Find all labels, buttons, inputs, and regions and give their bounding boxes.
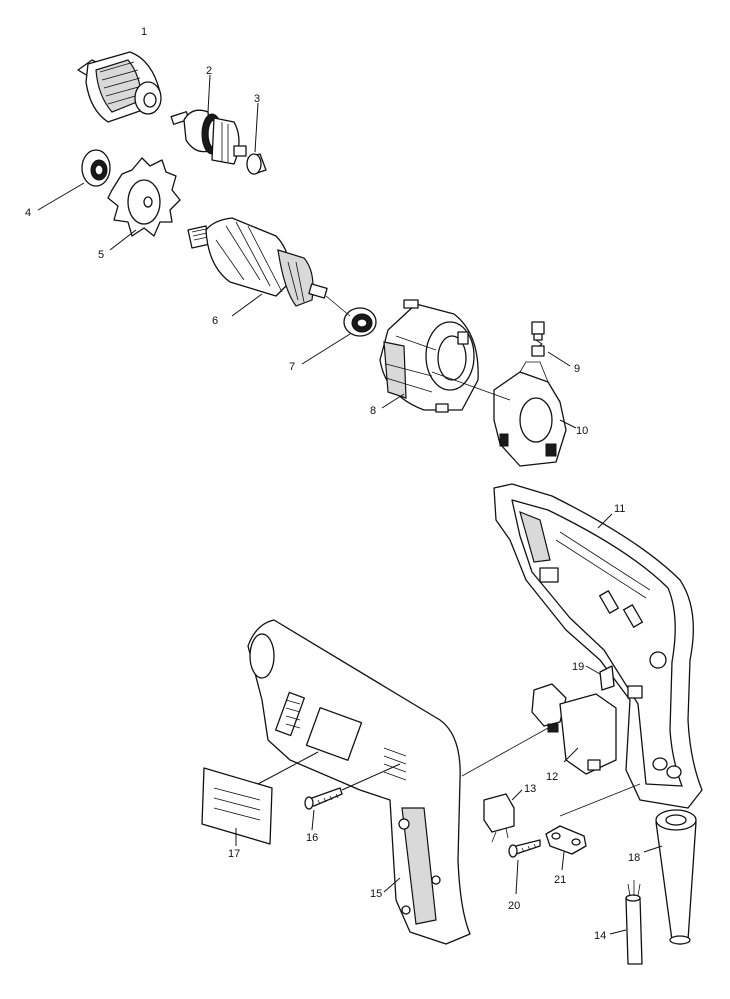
callout-3: 3 (254, 93, 260, 105)
part-20-tapping-screw (508, 839, 541, 895)
callout-15: 15 (370, 888, 382, 900)
callout-20: 20 (508, 900, 520, 912)
part-17-name-plate (201, 751, 319, 846)
callout-4: 4 (25, 207, 31, 219)
callout-13: 13 (524, 783, 536, 795)
callout-11: 11 (614, 503, 625, 515)
callout-9: 9 (574, 363, 580, 375)
callout-21: 21 (554, 874, 566, 886)
callout-10: 10 (576, 425, 588, 437)
callout-14: 14 (594, 930, 606, 942)
part-13-noise-suppressor (483, 789, 523, 843)
callout-5: 5 (98, 249, 104, 261)
part-7-ball-bearing (301, 307, 377, 365)
part-14-cord (609, 880, 643, 965)
callout-8: 8 (370, 405, 376, 417)
callout-labels: 1 2 3 4 5 6 7 8 9 10 11 12 13 14 15 16 1… (25, 26, 640, 942)
part-5-fan (107, 157, 181, 251)
callout-12: 12 (546, 771, 558, 783)
part-12-switch (531, 683, 617, 775)
callout-1: 1 (141, 26, 147, 38)
part-18-cord-guard (643, 809, 697, 945)
part-19-lock-button (585, 665, 615, 691)
part-2-gear-assembly (170, 74, 247, 165)
part-6-armature (187, 217, 328, 317)
part-1-drill-chuck (77, 51, 162, 123)
callout-2: 2 (206, 65, 212, 77)
part-16-tapping-screw (304, 763, 401, 831)
callout-17: 17 (228, 848, 240, 860)
part-3-bushing (246, 102, 267, 175)
callout-18: 18 (628, 852, 640, 864)
part-10-brush-holder (493, 361, 577, 467)
part-9-carbon-brush (531, 321, 571, 367)
callout-7: 7 (289, 361, 295, 373)
callout-16: 16 (306, 832, 318, 844)
callout-6: 6 (212, 315, 218, 327)
callout-19: 19 (572, 661, 584, 673)
part-21-strain-relief (545, 825, 587, 871)
part-4-ball-bearing (37, 149, 111, 211)
part-8-field (379, 299, 479, 413)
part-11-housing-set (493, 483, 703, 809)
